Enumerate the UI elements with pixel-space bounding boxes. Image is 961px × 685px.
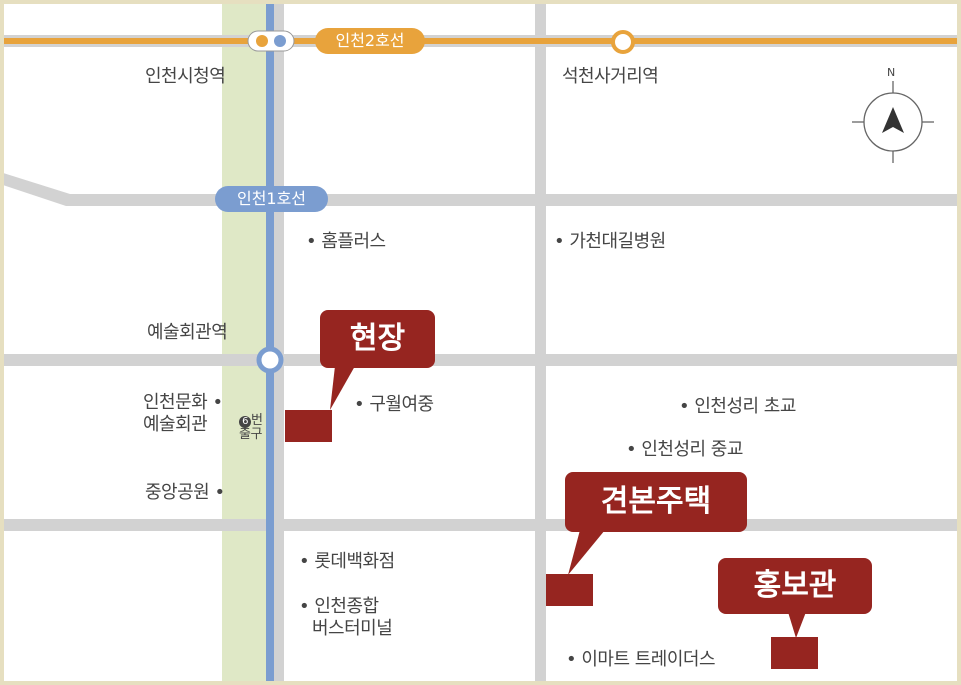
place-bus-terminal-line2: 버스터미널 [312,618,393,639]
place-seongri-mid: • 인천성리 중교 [626,439,743,460]
place-emart: • 이마트 트레이더스 [566,649,716,670]
road-vertical-left [273,4,284,681]
promo-hall-callout-tail [788,612,806,638]
park-strip [222,4,268,681]
promo-hall-callout: 홍보관 [718,558,872,614]
promo-hall-marker [771,637,818,669]
road-vertical-center [535,4,546,681]
place-homeplus: • 홈플러스 [306,231,386,252]
place-culture-line2: 예술회관 [143,414,208,435]
line2-label: 인천2호선 [315,28,425,54]
exit-number-badge: 6 [239,416,251,428]
station-city-hall: 인천시청역 [145,66,226,87]
place-bus-terminal-line1: • 인천종합 [299,596,379,617]
road-diagonal [4,173,957,206]
road-lower [4,519,957,531]
place-gachon: • 가천대길병원 [554,231,666,252]
line2-dot [256,35,268,47]
model-house-callout: 견본주택 [565,472,747,532]
model-house-marker [546,574,593,606]
station-seokcheon: 석천사거리역 [562,66,659,87]
station-arts-center: 예술회관역 [147,322,228,343]
compass-icon [852,81,934,163]
line1-label: 인천1호선 [215,186,328,212]
transfer-station-marker [247,30,295,52]
place-culture-line1: 인천문화 • [143,392,223,413]
place-lotte: • 롯데백화점 [299,551,395,572]
road-middle [4,354,957,366]
arts-center-station-marker [256,346,284,374]
line1-track [266,4,274,681]
place-central-park: 중앙공원 • [145,482,225,503]
seokcheon-station-marker [611,30,635,54]
line1-dot [274,35,286,47]
exit-line1: 번 [251,413,263,428]
exit-line2: 출구 [239,427,262,442]
place-guwol: • 구월여중 [354,394,434,415]
site-callout-tail [330,366,355,410]
model-house-callout-tail [568,530,605,575]
line2-track [4,38,957,44]
compass-north-label: N [887,66,895,79]
site-marker [285,410,332,442]
place-seongri-elem: • 인천성리 초교 [679,396,796,417]
site-callout: 현장 [320,310,435,368]
